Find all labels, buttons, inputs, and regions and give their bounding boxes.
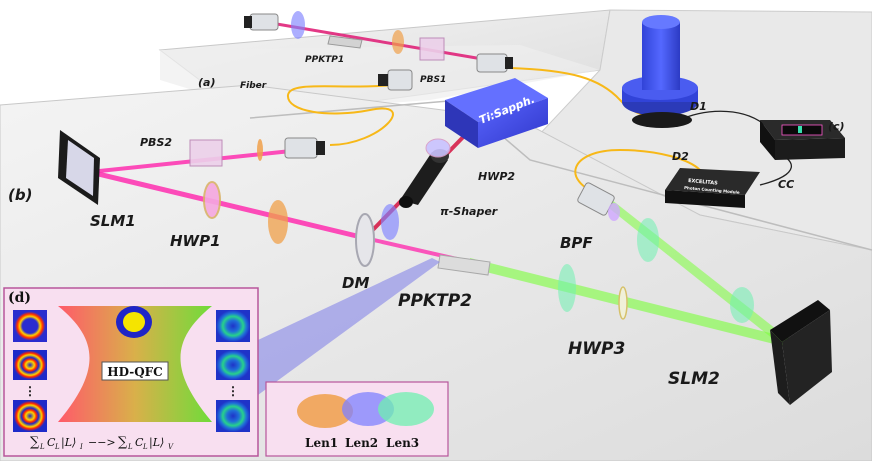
legend-len3: Len3 [386,436,419,450]
coincidence-counter [760,120,845,160]
label-dm: DM [342,274,369,292]
hd-qfc-box [101,361,169,381]
beam-slm1-dm [89,169,366,241]
svg-text:C: C [135,436,144,449]
label-pi-shaper: π-Shaper [440,205,498,218]
d2-brand-sub: Photon Counting Module [684,185,740,195]
svg-text:∑: ∑ [118,435,128,450]
pbs2-cube [189,139,223,167]
hwp3-plate [618,286,628,320]
fiber-coupler-pbs2 [284,137,325,159]
hwp-small-pbs2 [257,139,263,161]
legend-lens2-swatch [342,392,394,426]
mode-right-2 [216,350,250,380]
label-ppktp1: PPKTP1 [305,55,344,65]
mode-left-2 [13,350,47,380]
beam-green-main [470,258,790,348]
svg-text:L: L [142,443,148,451]
lens-top-2 [392,30,404,54]
lens-orange-lower [268,200,288,244]
mode-right-3 [216,400,250,432]
svg-text:L: L [39,443,45,451]
ellipsis-right: ⋮ [227,384,239,398]
label-panel-a: (a) [198,76,215,89]
label-pbs1: PBS1 [420,75,446,85]
fiber-coupler-mid [378,69,413,91]
hd-qfc-label: HD-QFC [107,365,162,379]
label-hwp3: HWP3 [568,339,625,359]
ti-sapph-laser [445,78,548,148]
lens-green-2 [730,287,754,323]
lens-green-1 [558,264,576,312]
label-panel-d: (d) [8,290,31,306]
mode-left-3 [13,400,47,432]
mode-right-1 [216,310,250,342]
fiber-loop-a [287,84,396,146]
legend-len2: Len2 [345,436,378,450]
fiber-coupler-bpf [577,182,620,221]
label-fiber: Fiber [240,81,267,91]
label-d2: D2 [672,150,689,163]
label-bpf: BPF [560,234,593,252]
mode-left-1 [13,310,47,342]
dm-mirror [355,213,375,267]
svg-text:L: L [127,443,133,451]
svg-text:C: C [47,436,56,449]
lens-blue-lower [381,204,399,240]
fiber-coupler-top-left [244,13,279,31]
lens-green-bpf [637,218,659,262]
label-hwp2: HWP2 [478,170,515,183]
label-d1: D1 [690,100,707,113]
svg-text:|L⟩: |L⟩ [61,436,76,450]
slm1-mount [58,130,100,205]
detector-d1 [622,15,698,128]
svg-text:∑: ∑ [30,435,40,450]
svg-text:|L⟩: |L⟩ [149,436,164,450]
legend-len1: Len1 [305,436,338,450]
fiber-d2 [574,148,701,196]
hwp2-plate [425,138,451,158]
inset-zoom-wedge [258,258,440,395]
svg-text:−−>: −−> [88,436,116,449]
svg-text:I: I [79,443,83,451]
label-panel-b: (b) [8,186,32,204]
fiber-coupler-pbs1 [476,53,513,73]
label-panel-c: (c) [828,120,845,133]
legend-lens1-swatch [297,394,353,428]
d2-brand: EXCELITAS [688,178,719,187]
label-ppktp2: PPKTP2 [398,291,472,311]
conversion-formula: ∑ L C L |L⟩ I −−> ∑ L C L |L⟩ V [30,435,174,451]
label-hwp1: HWP1 [170,232,221,250]
lens-top-1 [291,11,305,39]
ppktp2-crystal [437,254,491,276]
hwp1-plate [203,181,221,219]
label-cc: CC [778,178,794,191]
label-slm1: SLM1 [90,212,136,230]
label-slm2: SLM2 [668,369,720,389]
ellipsis-left: ⋮ [24,384,36,398]
ppktp1-crystal [327,35,363,49]
svg-text:V: V [168,443,174,451]
pbs1-cube [419,37,445,61]
slm2-mount [770,300,832,405]
mode-center-top-core [123,312,145,332]
legend-lens3-swatch [378,392,434,426]
detector-d2 [665,168,760,208]
svg-text:L: L [54,443,60,451]
label-pbs2: PBS2 [140,136,172,149]
